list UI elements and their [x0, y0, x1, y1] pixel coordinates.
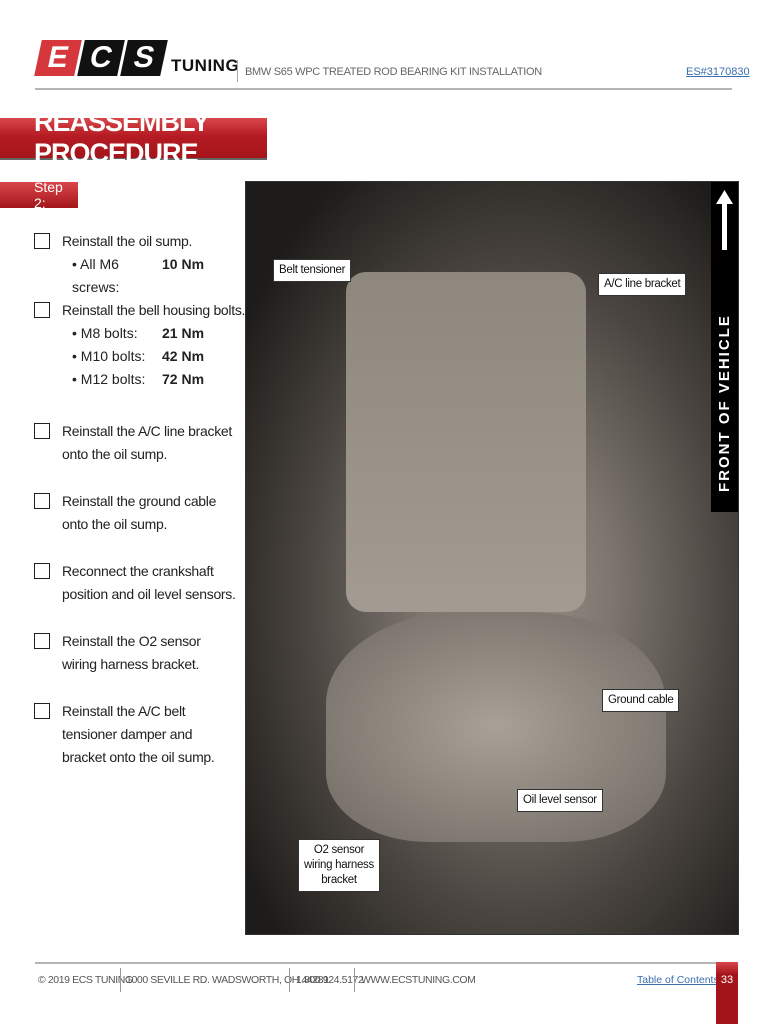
- callout-belt-tensioner: Belt tensioner: [273, 259, 352, 282]
- footer-divider: [354, 968, 355, 992]
- torque-spec: • M12 bolts:72 Nm: [72, 371, 205, 387]
- footer-divider: [289, 968, 290, 992]
- ecs-tuning-logo: E C S TUNING: [34, 40, 239, 76]
- checkbox[interactable]: [34, 423, 50, 439]
- footer-divider: [120, 968, 121, 992]
- torque-spec: • M8 bolts:21 Nm: [72, 325, 205, 341]
- checklist-item: Reinstall the A/C belt tensioner damper …: [34, 700, 227, 769]
- section-title: REASSEMBLY PROCEDURE: [0, 107, 267, 168]
- torque-spec: • All M6 screws:10 Nm: [72, 256, 205, 295]
- checklist-item: Reinstall the ground cable onto the oil …: [34, 490, 242, 536]
- callout-oil-level-sensor: Oil level sensor: [517, 789, 603, 812]
- footer-address: 1000 SEVILLE RD. WADSWORTH, OH 44281: [126, 974, 329, 986]
- checklist-item: Reinstall the O2 sensor wiring harness b…: [34, 630, 222, 676]
- footer-rule: [35, 962, 732, 964]
- checkbox[interactable]: [34, 302, 50, 318]
- page-number: 33: [716, 962, 738, 1024]
- front-of-vehicle-indicator: FRONT OF VEHICLE: [711, 182, 738, 512]
- header-divider: [237, 60, 238, 82]
- header-rule: [35, 88, 732, 90]
- part-number-link[interactable]: ES#3170830: [686, 66, 750, 78]
- engine-oil-sump-photo: Belt tensioner A/C line bracket Ground c…: [245, 181, 739, 935]
- footer-phone: 1.800.924.5172: [296, 974, 364, 986]
- checkbox[interactable]: [34, 633, 50, 649]
- document-title: BMW S65 WPC TREATED ROD BEARING KIT INST…: [245, 66, 542, 78]
- checklist-item: Reinstall the A/C line bracket onto the …: [34, 420, 242, 466]
- checkbox[interactable]: [34, 703, 50, 719]
- checkbox[interactable]: [34, 233, 50, 249]
- checkbox[interactable]: [34, 493, 50, 509]
- callout-o2-sensor-bracket: O2 sensor wiring harness bracket: [298, 839, 380, 892]
- footer-website: WWW.ECSTUNING.COM: [361, 974, 476, 986]
- table-of-contents-link[interactable]: Table of Contents: [637, 974, 719, 986]
- footer-copyright: © 2019 ECS TUNING: [38, 974, 133, 986]
- checklist-item: Reinstall the bell housing bolts. • M8 b…: [34, 299, 282, 391]
- arrow-up-icon: [716, 190, 733, 250]
- torque-spec: • M10 bolts:42 Nm: [72, 348, 205, 364]
- callout-ac-line-bracket: A/C line bracket: [598, 273, 687, 296]
- checklist-item: Reinstall the oil sump. • All M6 screws:…: [34, 230, 242, 299]
- callout-ground-cable: Ground cable: [602, 689, 680, 712]
- checklist-item: Reconnect the crankshaft position and oi…: [34, 560, 242, 606]
- step-label: Step 2:: [0, 179, 78, 211]
- checkbox[interactable]: [34, 563, 50, 579]
